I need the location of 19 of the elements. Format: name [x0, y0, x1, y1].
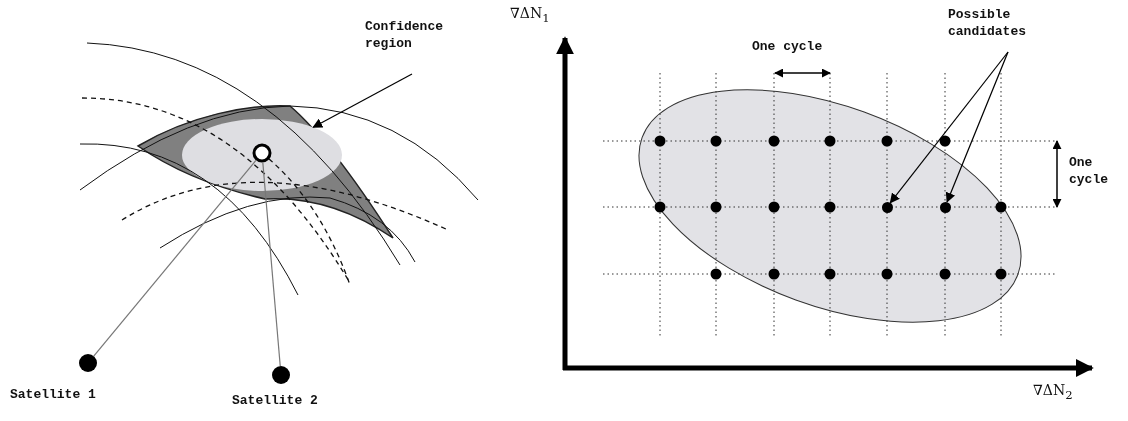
- candidate-point: [939, 201, 951, 213]
- dimension-label: One cycle: [752, 38, 823, 55]
- callout-label: Possible candidates: [948, 6, 1068, 40]
- satellite-label: Satellite 1: [10, 386, 96, 403]
- leader-arrow: [945, 51, 1009, 203]
- axis-label: ∇ΔN$_{2}$: [1033, 382, 1073, 404]
- dimension-label: One cycle: [1069, 154, 1109, 188]
- receiver-circle: [251, 142, 273, 164]
- leader-arrow: [312, 73, 413, 128]
- callout-label: Confidence region: [365, 18, 460, 52]
- candidate-point: [881, 201, 893, 213]
- leader-arrow: [889, 51, 1009, 204]
- signal-line: [262, 161, 281, 367]
- axis-label: ∇ΔN$_{1}$: [510, 5, 550, 27]
- satellite-dot: [272, 366, 290, 384]
- satellite-label: Satellite 2: [232, 392, 318, 409]
- satellite-dot: [79, 354, 97, 372]
- confidence-ellipse: [182, 119, 342, 191]
- signal-line: [93, 159, 257, 357]
